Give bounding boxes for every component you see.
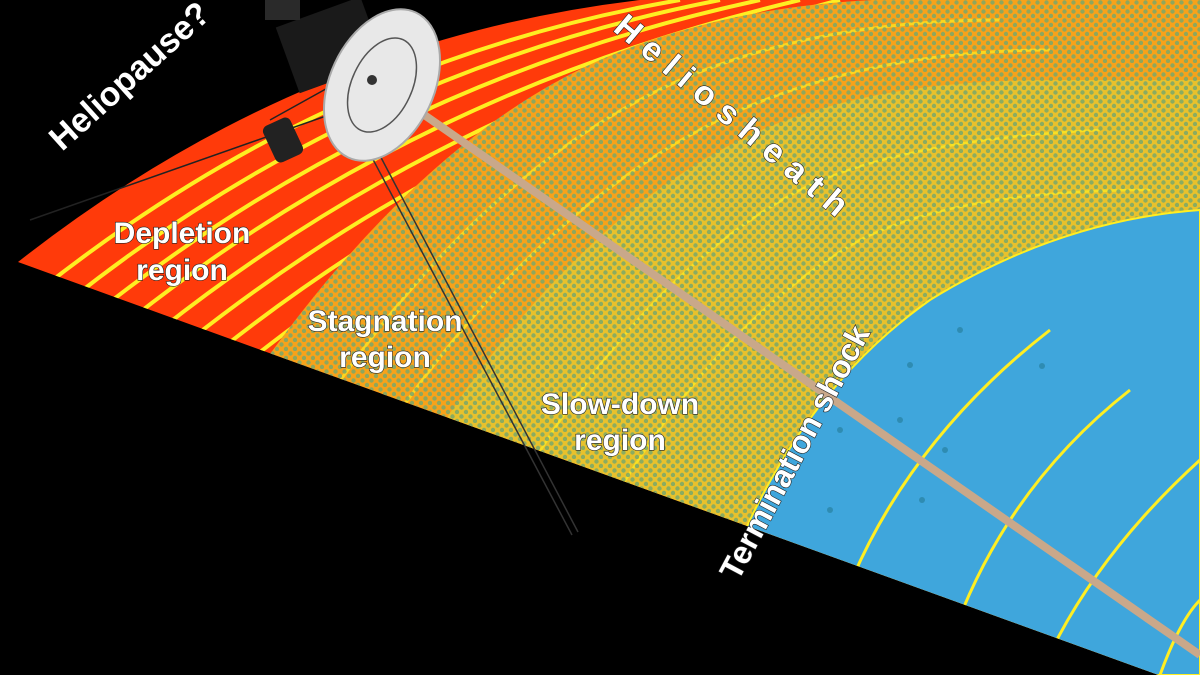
voyager-spacecraft	[29, 0, 442, 221]
magnetometer-boom	[367, 147, 579, 536]
label-slowdown-line2: region	[574, 424, 666, 457]
label-stagnation-line1: Stagnation	[308, 305, 463, 338]
label-slowdown-line1: Slow-down	[541, 388, 699, 421]
label-depletion-line1: Depletion	[114, 217, 251, 250]
label-heliopause: Heliopause?	[42, 0, 218, 158]
label-depletion-line2: region	[136, 254, 228, 287]
trajectory-line	[407, 101, 1200, 659]
label-stagnation-line2: region	[339, 341, 431, 374]
